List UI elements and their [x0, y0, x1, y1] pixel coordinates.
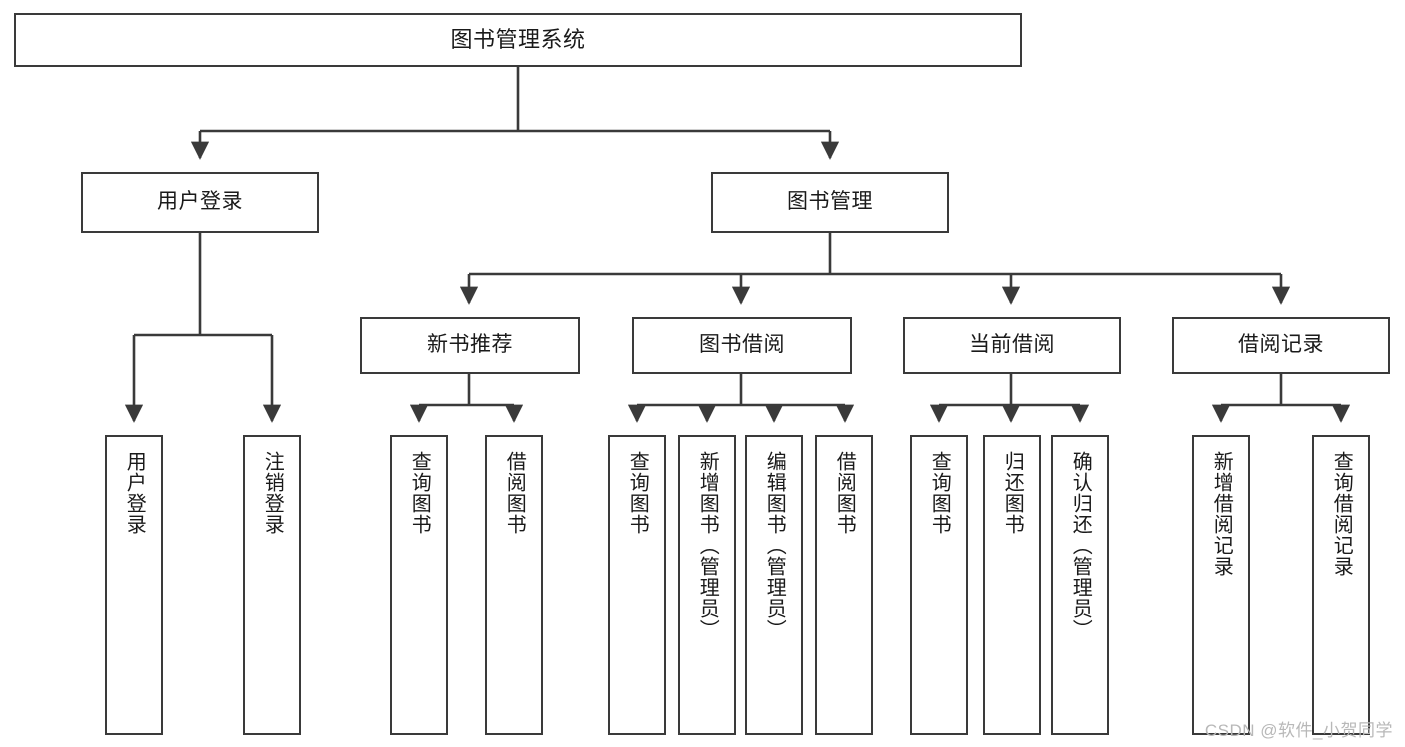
leaf-borrow-book-2[interactable]: 借阅图书 [815, 435, 873, 735]
node-root[interactable]: 图书管理系统 [14, 13, 1022, 67]
leaf-query-book-3[interactable]: 查询图书 [910, 435, 968, 735]
watermark: CSDN @软件_小贺同学 [1204, 721, 1393, 740]
leaf-logout-label: 注销登录 [261, 451, 284, 535]
node-current-borrow[interactable]: 当前借阅 [903, 317, 1121, 374]
leaf-user-login[interactable]: 用户登录 [105, 435, 163, 735]
leaf-confirm-return[interactable]: 确认归还（管理员） [1051, 435, 1109, 735]
node-current-borrow-label: 当前借阅 [969, 333, 1055, 357]
node-new-book-recommend-label: 新书推荐 [427, 333, 513, 357]
leaf-query-book-2[interactable]: 查询图书 [608, 435, 666, 735]
leaf-return-book[interactable]: 归还图书 [983, 435, 1041, 735]
leaf-edit-book[interactable]: 编辑图书（管理员） [745, 435, 803, 735]
leaf-add-record-label: 新增借阅记录 [1210, 451, 1233, 577]
node-borrow-record-label: 借阅记录 [1238, 333, 1324, 357]
leaf-add-book-label: 新增图书（管理员） [696, 451, 719, 640]
leaf-add-book[interactable]: 新增图书（管理员） [678, 435, 736, 735]
leaf-query-book-1-label: 查询图书 [408, 451, 431, 535]
node-book-borrow[interactable]: 图书借阅 [632, 317, 852, 374]
node-new-book-recommend[interactable]: 新书推荐 [360, 317, 580, 374]
leaf-edit-book-label: 编辑图书（管理员） [763, 451, 786, 640]
leaf-borrow-book-2-label: 借阅图书 [833, 451, 856, 535]
leaf-logout[interactable]: 注销登录 [243, 435, 301, 735]
leaf-user-login-label: 用户登录 [123, 451, 146, 535]
node-root-label: 图书管理系统 [450, 27, 586, 53]
leaf-return-book-label: 归还图书 [1001, 451, 1024, 535]
leaf-query-record[interactable]: 查询借阅记录 [1312, 435, 1370, 735]
leaf-query-book-2-label: 查询图书 [626, 451, 649, 535]
node-book-manage[interactable]: 图书管理 [711, 172, 949, 233]
leaf-add-record[interactable]: 新增借阅记录 [1192, 435, 1250, 735]
node-borrow-record[interactable]: 借阅记录 [1172, 317, 1390, 374]
leaf-query-book-1[interactable]: 查询图书 [390, 435, 448, 735]
leaf-query-book-3-label: 查询图书 [928, 451, 951, 535]
node-book-manage-label: 图书管理 [787, 190, 873, 214]
leaf-borrow-book-1[interactable]: 借阅图书 [485, 435, 543, 735]
node-user-login[interactable]: 用户登录 [81, 172, 319, 233]
node-user-login-label: 用户登录 [157, 190, 243, 214]
leaf-query-record-label: 查询借阅记录 [1330, 451, 1353, 577]
leaf-borrow-book-1-label: 借阅图书 [503, 451, 526, 535]
leaf-confirm-return-label: 确认归还（管理员） [1069, 451, 1092, 640]
node-book-borrow-label: 图书借阅 [699, 333, 785, 357]
